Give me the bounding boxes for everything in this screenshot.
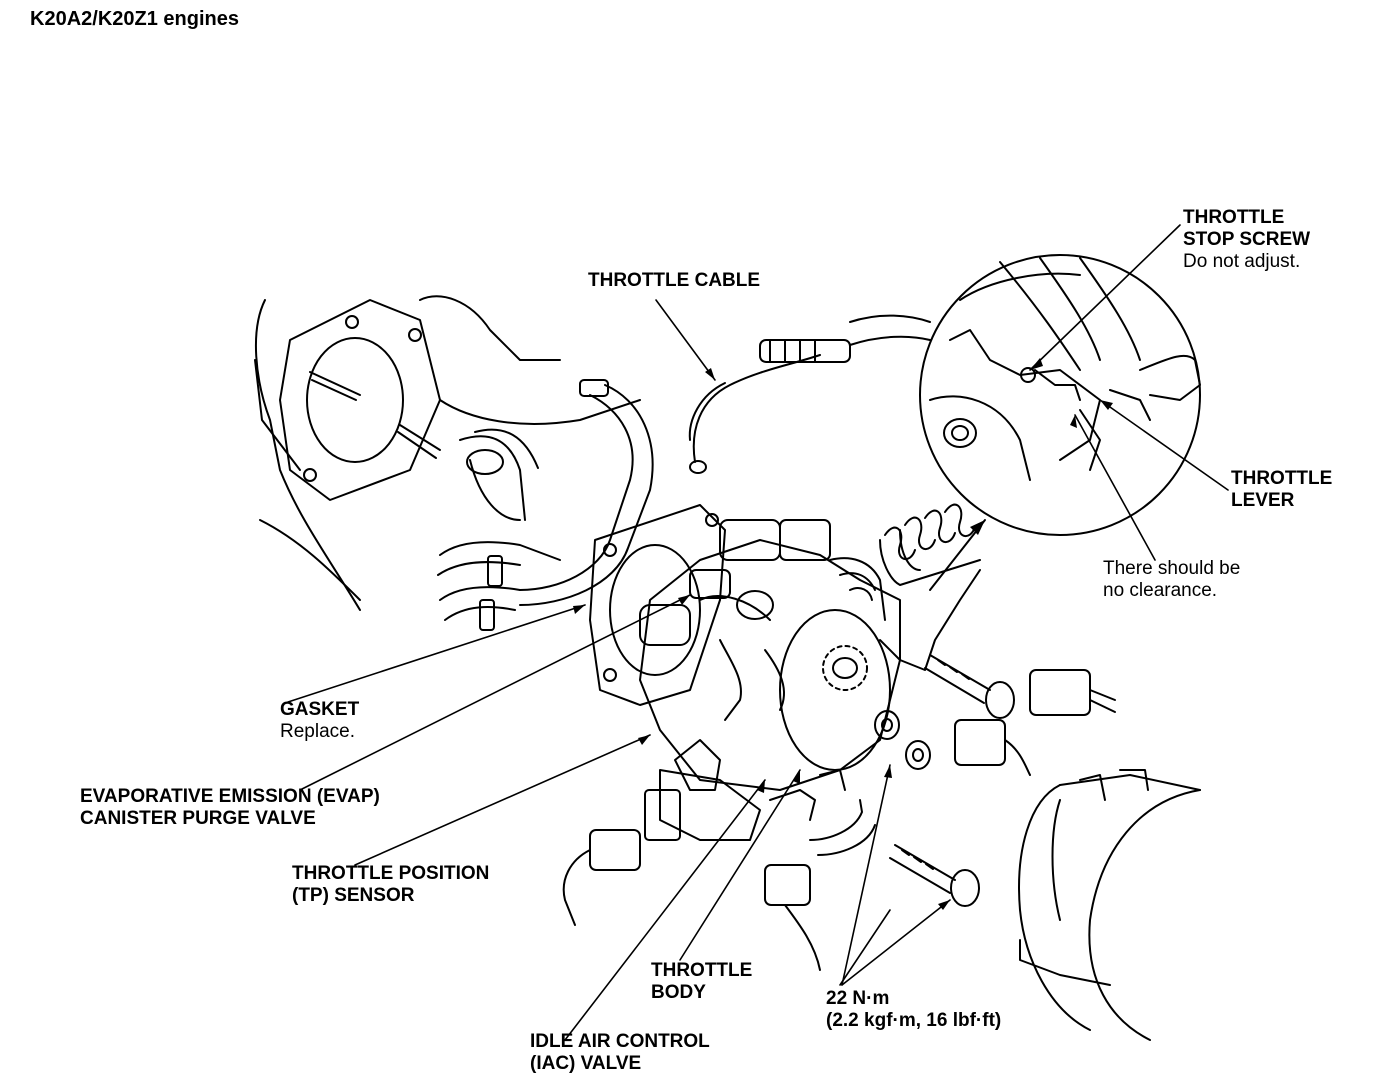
label-throttle-lever: THROTTLE LEVER — [1231, 468, 1332, 512]
label-torque-spec: 22 N·m (2.2 kgf·m, 16 lbf·ft) — [826, 988, 1001, 1032]
label-torque-spec-line1: 22 N·m — [826, 988, 890, 1009]
label-evap-valve-line1: EVAPORATIVE EMISSION (EVAP) — [80, 786, 380, 807]
label-gasket-title: GASKET — [280, 699, 360, 720]
arrowheads — [573, 358, 1113, 910]
label-throttle-stop-screw: THROTTLE STOP SCREW Do not adjust. — [1183, 207, 1310, 273]
label-throttle-lever-line2: LEVER — [1231, 490, 1295, 511]
label-gasket: GASKET Replace. — [280, 699, 359, 743]
coolant-hoses — [437, 379, 654, 631]
label-throttle-stop-screw-line1: THROTTLE — [1183, 207, 1285, 228]
label-tp-sensor: THROTTLE POSITION (TP) SENSOR — [292, 863, 489, 907]
throttle-body-drawing — [639, 503, 981, 856]
label-throttle-lever-line1: THROTTLE — [1231, 468, 1333, 489]
label-throttle-cable: THROTTLE CABLE — [588, 270, 761, 291]
throttle-cable-drawing — [688, 314, 931, 474]
label-evap-valve: EVAPORATIVE EMISSION (EVAP) CANISTER PUR… — [80, 786, 380, 830]
label-throttle-body-line1: THROTTLE — [651, 960, 753, 981]
intake-manifold — [254, 295, 641, 611]
label-tp-sensor-line2: (TP) SENSOR — [292, 885, 415, 906]
leader-lines — [287, 224, 1229, 1041]
air-intake-duct — [1018, 769, 1201, 1041]
detail-inset — [919, 254, 1201, 536]
label-iac-valve-line1: IDLE AIR CONTROL — [530, 1031, 710, 1052]
label-throttle-stop-screw-line2: STOP SCREW — [1183, 229, 1311, 250]
label-clearance-note-line2: no clearance. — [1103, 580, 1218, 601]
label-throttle-body: THROTTLE BODY — [651, 960, 752, 1004]
label-clearance-note: There should be no clearance. — [1103, 558, 1240, 602]
bolts-and-washers — [874, 654, 1015, 907]
label-evap-valve-line2: CANISTER PURGE VALVE — [80, 808, 316, 829]
page-title: K20A2/K20Z1 engines — [30, 8, 239, 30]
label-iac-valve: IDLE AIR CONTROL (IAC) VALVE — [530, 1031, 710, 1075]
label-clearance-note-line1: There should be — [1103, 558, 1241, 579]
label-iac-valve-line2: (IAC) VALVE — [530, 1053, 642, 1074]
label-gasket-note: Replace. — [280, 721, 355, 742]
connectors — [562, 669, 1116, 971]
label-throttle-stop-screw-note: Do not adjust. — [1183, 251, 1301, 272]
label-torque-spec-line2: (2.2 kgf·m, 16 lbf·ft) — [826, 1010, 1002, 1031]
label-throttle-body-line2: BODY — [651, 982, 706, 1003]
label-tp-sensor-line1: THROTTLE POSITION — [292, 863, 490, 884]
